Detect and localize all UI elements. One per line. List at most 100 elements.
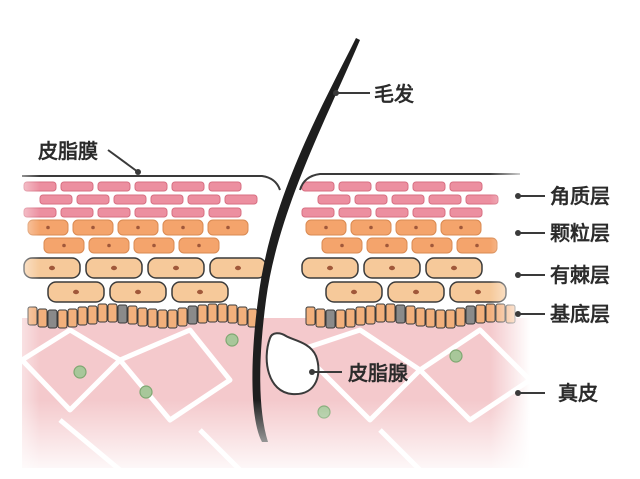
basal-cell: [345, 308, 356, 328]
stratum-basale-cells: [27, 303, 516, 329]
basal-cell: [435, 309, 446, 329]
basal-cell: [77, 306, 88, 326]
spinous-nucleus: [49, 265, 55, 271]
corneum-cell: [338, 207, 372, 218]
corneum-cell: [301, 181, 335, 192]
stratum-corneum-cells: [23, 181, 499, 218]
right-blank-margin: [530, 170, 640, 479]
corneum-cell: [187, 194, 221, 205]
granular-nucleus: [107, 243, 111, 248]
basal-cell: [445, 309, 456, 329]
dermis-cell-dot: [73, 365, 87, 379]
basal-cell: [97, 303, 108, 323]
basal-cell: [405, 305, 416, 325]
spinous-nucleus: [235, 265, 241, 271]
corneum-cell: [60, 181, 94, 192]
basal-cell: [57, 309, 68, 329]
sebum-film-outline: [22, 173, 520, 191]
basal-cell: [475, 304, 486, 324]
spinous-nucleus: [173, 265, 179, 271]
granular-nucleus: [197, 243, 201, 248]
granular-nucleus: [475, 243, 479, 248]
corneum-cell: [76, 194, 110, 205]
label-sebum-film: 皮脂膜: [38, 139, 98, 163]
spinous-nucleus: [135, 289, 141, 295]
dermis-cell-dot: [225, 333, 239, 347]
basal-cell: [325, 309, 336, 329]
corneum-cell: [208, 181, 242, 192]
basal-cell: [187, 305, 198, 325]
leader-lines: [107, 92, 545, 394]
basal-cell: [107, 303, 118, 323]
granular-nucleus: [385, 243, 389, 248]
corneum-cell: [60, 207, 94, 218]
corneum-cell: [375, 181, 409, 192]
corneum-cell: [449, 207, 483, 218]
spinous-nucleus: [351, 289, 357, 295]
basal-cell: [237, 306, 248, 326]
basal-cell: [117, 304, 128, 324]
label-stratum-basale: 基底层: [550, 302, 610, 326]
corneum-cell: [449, 181, 483, 192]
corneum-cell: [301, 207, 335, 218]
spinous-nucleus: [389, 265, 395, 271]
granular-nucleus: [430, 243, 434, 248]
dermis-cell-dot: [449, 349, 463, 363]
corneum-cell: [208, 207, 242, 218]
corneum-cell: [317, 194, 351, 205]
spinous-nucleus: [327, 265, 333, 271]
corneum-cell: [412, 207, 446, 218]
corneum-cell: [134, 181, 168, 192]
granular-nucleus: [62, 243, 66, 248]
granular-nucleus: [369, 225, 373, 230]
stratum-granulosum-cells: [27, 219, 498, 254]
basal-cell: [147, 308, 158, 328]
corneum-cell: [97, 181, 131, 192]
granular-nucleus: [46, 225, 50, 230]
corneum-cell: [134, 207, 168, 218]
label-stratum-granulosum: 颗粒层: [550, 221, 610, 245]
dermis-cell-dot: [139, 385, 153, 399]
granular-nucleus: [459, 225, 463, 230]
corneum-cell: [171, 207, 205, 218]
basal-cell: [157, 309, 168, 329]
fade-left: [0, 170, 40, 479]
basal-cell: [47, 309, 58, 329]
spinous-nucleus: [413, 289, 419, 295]
basal-cell: [137, 307, 148, 327]
corneum-cell: [391, 194, 425, 205]
label-sebaceous-gland: 皮脂腺: [348, 361, 409, 385]
label-dermis: 真皮: [558, 381, 598, 405]
spinous-nucleus: [451, 265, 457, 271]
basal-cell: [87, 305, 98, 325]
basal-cell: [385, 303, 396, 323]
basal-cell: [425, 308, 436, 328]
sebaceous-gland-shape: [265, 332, 320, 396]
spinous-nucleus: [73, 289, 79, 295]
basal-cell: [315, 308, 326, 328]
basal-cell: [335, 309, 346, 329]
sebum-film-leader: [107, 149, 139, 173]
granular-nucleus: [136, 225, 140, 230]
fade-right: [490, 170, 530, 479]
granular-nucleus: [181, 225, 185, 230]
spinous-nucleus: [475, 289, 481, 295]
corneum-cell: [338, 181, 372, 192]
corneum-cell: [428, 194, 462, 205]
granular-nucleus: [340, 243, 344, 248]
basal-cell: [227, 304, 238, 324]
basal-cell: [305, 306, 316, 326]
label-stratum-corneum: 角质层: [550, 184, 610, 208]
leader-dots: [135, 90, 521, 396]
basal-cell: [177, 307, 188, 327]
label-hair: 毛发: [374, 82, 415, 106]
basal-cell: [167, 309, 178, 329]
spinous-nucleus: [111, 265, 117, 271]
granular-nucleus: [414, 225, 418, 230]
basal-cell: [127, 305, 138, 325]
corneum-cell: [39, 194, 73, 205]
corneum-cell: [150, 194, 184, 205]
granular-nucleus: [152, 243, 156, 248]
